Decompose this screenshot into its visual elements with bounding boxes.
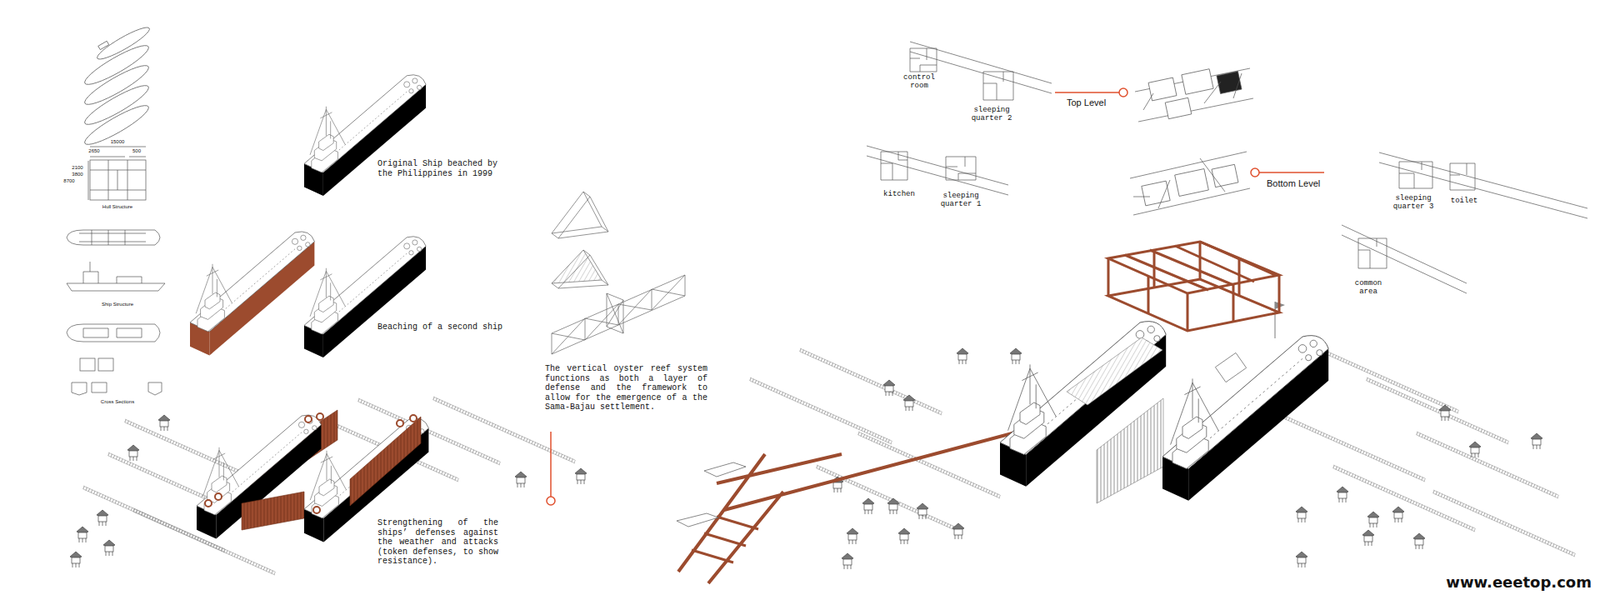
room-label: sleeping quarter 2 xyxy=(968,105,1015,123)
room-label: control room xyxy=(900,73,938,90)
dimension-label: 500 xyxy=(130,148,144,155)
dimension-label: 15000 xyxy=(108,139,127,145)
room-label: common area xyxy=(1350,279,1387,296)
room-label: sleeping quarter 1 xyxy=(937,191,985,209)
drawing-caption: Cross Sections xyxy=(92,399,143,405)
room-label: toilet xyxy=(1443,196,1485,205)
original-ship xyxy=(304,236,426,358)
room-label: kitchen xyxy=(874,190,925,199)
dimension-label: 2650 xyxy=(86,148,102,155)
annotation-text: The vertical oyster reef system function… xyxy=(545,364,708,413)
hull-studies xyxy=(66,23,165,395)
level-label: Top Level xyxy=(1066,97,1106,109)
dimension-label: 2100 xyxy=(70,165,85,171)
annotation-text: Strengthening of the ships’ defenses aga… xyxy=(377,518,499,567)
settlement-composite xyxy=(676,241,1329,584)
watermark: www.eeetop.com xyxy=(1445,573,1592,592)
dimension-label: 3800 xyxy=(70,171,85,178)
annotation-text: Original Ship beached by the Philippines… xyxy=(377,159,503,179)
oyster-reef-modules xyxy=(551,191,685,355)
walkways xyxy=(83,346,1575,575)
level-label: Bottom Level xyxy=(1266,178,1320,190)
dimension-label: 8700 xyxy=(61,178,77,185)
annotation-text: Beaching of a second ship xyxy=(377,322,511,333)
floor-plans xyxy=(866,41,1588,294)
room-label: sleeping quarter 3 xyxy=(1390,194,1437,211)
level-clusters xyxy=(1130,68,1254,215)
second-ship xyxy=(190,231,315,356)
drawing-caption: Ship Structure xyxy=(92,301,143,308)
drawing-caption: Hull Structure xyxy=(92,204,143,210)
